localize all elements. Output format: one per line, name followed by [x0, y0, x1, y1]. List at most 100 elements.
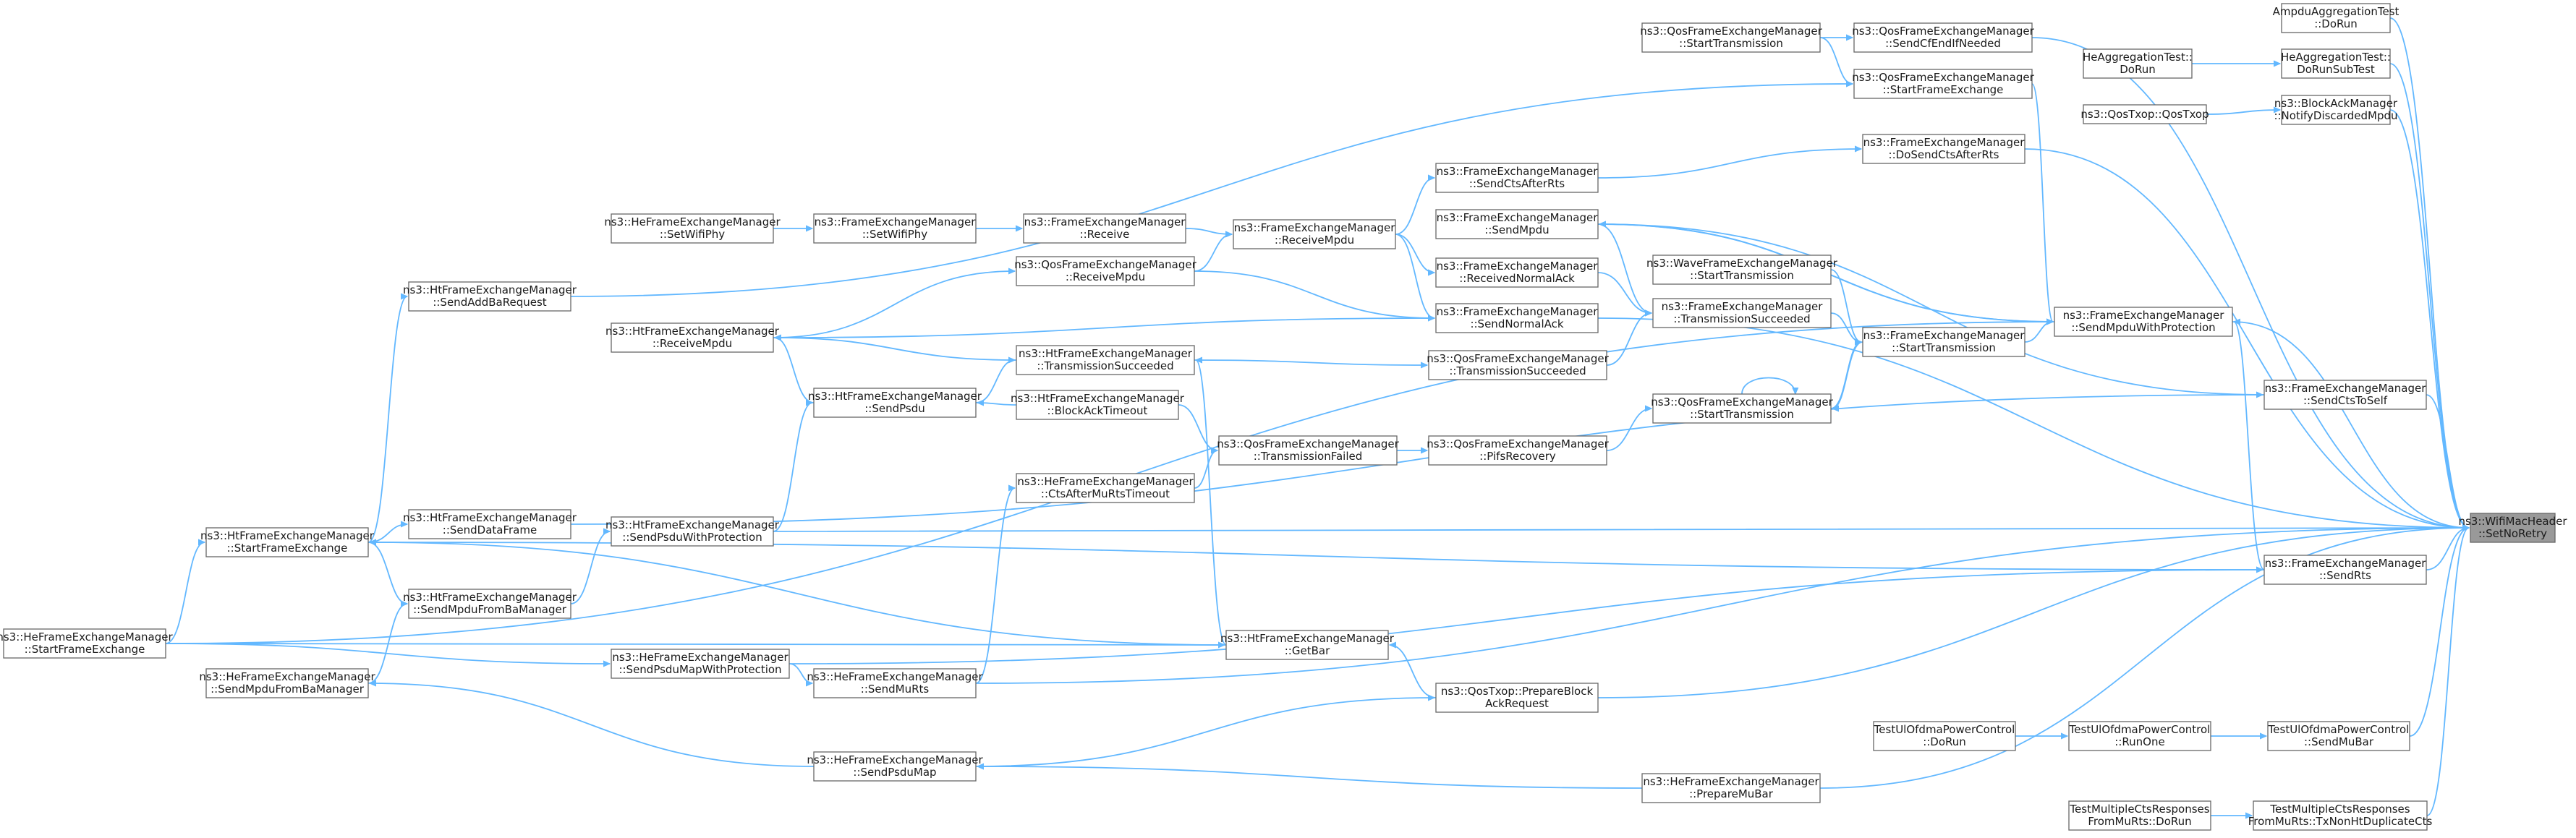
node-box — [3, 628, 166, 659]
node-box — [2068, 721, 2211, 751]
function-node[interactable]: ns3::FrameExchangeManager::DoSendCtsAfte… — [1862, 134, 2025, 164]
function-node[interactable]: TestUlOfdmaPowerControl::SendMuBar — [2267, 721, 2410, 751]
function-node[interactable]: ns3::FrameExchangeManager::StartTransmis… — [1862, 327, 2025, 357]
function-node[interactable]: ns3::QosFrameExchangeManager::StartTrans… — [1651, 393, 1834, 424]
function-node[interactable]: ns3::HtFrameExchangeManager::SendPsdu — [808, 388, 982, 418]
call-edge — [570, 531, 610, 604]
function-node[interactable]: ns3::QosFrameExchangeManager::SendCfEndI… — [1852, 22, 2035, 53]
function-node[interactable]: TestMultipleCtsResponsesFromMuRts::TxNon… — [2248, 800, 2433, 831]
function-node[interactable]: TestUlOfdmaPowerControl::DoRun — [1873, 721, 2016, 751]
node-label: AckRequest — [1485, 697, 1549, 710]
function-node[interactable]: ns3::HtFrameExchangeManager::Transmissio… — [1016, 345, 1195, 375]
node-label: ::TransmissionFailed — [1254, 450, 1363, 463]
node-box — [1435, 257, 1599, 288]
function-node[interactable]: ns3::WaveFrameExchangeManager::StartTran… — [1646, 255, 1838, 285]
function-node[interactable]: ns3::HtFrameExchangeManager::ReceiveMpdu — [605, 322, 780, 353]
function-node[interactable]: ns3::HeFrameExchangeManager::SendMpduFro… — [199, 668, 375, 698]
node-label: ::DoSendCtsAfterRts — [1889, 148, 1999, 161]
function-node[interactable]: ns3::QosFrameExchangeManager::Transmissi… — [1427, 350, 1610, 380]
node-label: ::TransmissionSucceeded — [1449, 364, 1586, 377]
root-function-node[interactable]: ns3::WifiMacHeader::SetNoRetry — [2458, 513, 2567, 543]
call-edge — [977, 766, 1643, 789]
function-node[interactable]: ns3::FrameExchangeManager::SendMpduWithP… — [2054, 307, 2233, 337]
node-box — [205, 527, 369, 557]
function-node[interactable]: ns3::FrameExchangeManager::Receive — [1023, 213, 1186, 244]
node-label: ns3::HtFrameExchangeManager — [808, 390, 982, 403]
call-edge — [1194, 270, 1434, 318]
function-node[interactable]: ns3::HeFrameExchangeManager::SetWifiPhy — [604, 213, 781, 244]
node-label: ::StartFrameExchange — [227, 542, 348, 555]
function-node[interactable]: TestUlOfdmaPowerControl::RunOne — [2068, 721, 2211, 751]
function-node[interactable]: ns3::HeFrameExchangeManager::SendPsduMap… — [611, 649, 790, 679]
call-edge — [1597, 272, 1652, 313]
node-box — [1853, 69, 2033, 99]
function-node[interactable]: ns3::HtFrameExchangeManager::BlockAckTim… — [1011, 390, 1185, 420]
function-node[interactable]: HeAggregationTest::DoRun — [2083, 48, 2193, 79]
node-label: ::SendCtsToSelf — [2303, 394, 2388, 407]
call-edge — [773, 318, 1434, 338]
node-label: ::Receive — [1080, 228, 1130, 241]
node-label: ns3::FrameExchangeManager — [2063, 309, 2225, 322]
function-node[interactable]: ns3::FrameExchangeManager::TransmissionS… — [1652, 298, 1832, 328]
function-node[interactable]: ns3::QosFrameExchangeManager::Transmissi… — [1217, 435, 1400, 466]
function-node[interactable]: ns3::HtFrameExchangeManager::GetBar — [1220, 630, 1395, 660]
call-edge — [1194, 450, 1217, 489]
function-node[interactable]: ns3::HeFrameExchangeManager::SendMuRts — [807, 668, 983, 698]
function-node[interactable]: ns3::FrameExchangeManager::SetWifiPhy — [813, 213, 977, 244]
node-label: ns3::FrameExchangeManager — [2265, 557, 2427, 570]
function-node[interactable]: ns3::QosFrameExchangeManager::StartFrame… — [1852, 69, 2035, 99]
node-box — [2281, 95, 2391, 125]
call-edge — [1395, 178, 1434, 235]
function-node[interactable]: ns3::BlockAckManager::NotifyDiscardedMpd… — [2274, 95, 2398, 125]
function-node[interactable]: ns3::FrameExchangeManager::SendRts — [2263, 555, 2427, 585]
function-node[interactable]: ns3::FrameExchangeManager::ReceiveMpdu — [1233, 219, 1396, 249]
node-box — [2281, 48, 2391, 79]
function-node[interactable]: ns3::FrameExchangeManager::ReceivedNorma… — [1435, 257, 1599, 288]
node-box — [1016, 390, 1179, 420]
node-label: ns3::FrameExchangeManager — [1437, 165, 1599, 178]
call-edge — [1606, 313, 1652, 366]
function-node[interactable]: ns3::FrameExchangeManager::SendCtsToSelf — [2263, 380, 2427, 410]
node-label: ::SendMpduFromBaManager — [211, 683, 365, 696]
function-node[interactable]: ns3::FrameExchangeManager::SendCtsAfterR… — [1435, 163, 1599, 193]
node-label: ::ReceiveMpdu — [1066, 270, 1145, 283]
function-node[interactable]: ns3::HtFrameExchangeManager::SendAddBaRe… — [403, 281, 577, 312]
function-node[interactable]: ns3::HeFrameExchangeManager::PrepareMuBa… — [1641, 773, 1821, 803]
node-box — [1435, 683, 1599, 713]
function-node[interactable]: HeAggregationTest::DoRunSubTest — [2281, 48, 2391, 79]
function-node[interactable]: ns3::QosFrameExchangeManager::ReceiveMpd… — [1014, 256, 1197, 286]
node-box — [1652, 393, 1832, 424]
function-node[interactable]: ns3::HtFrameExchangeManager::SendPsduWit… — [605, 516, 780, 547]
call-edge — [2031, 83, 2053, 322]
node-label: ::SendCfEndIfNeeded — [1885, 37, 2001, 50]
node-label: TestUlOfdmaPowerControl — [2069, 723, 2211, 736]
function-node[interactable]: ns3::FrameExchangeManager::SendNormalAck — [1435, 303, 1599, 333]
call-edge — [165, 643, 610, 664]
node-label: ns3::HeFrameExchangeManager — [199, 670, 375, 683]
function-node[interactable]: ns3::HtFrameExchangeManager::SendMpduFro… — [403, 589, 577, 619]
node-label: ns3::QosTxop::QosTxop — [2080, 108, 2209, 121]
function-node[interactable]: ns3::HtFrameExchangeManager::SendDataFra… — [403, 509, 577, 539]
call-edge — [2409, 528, 2469, 737]
node-box — [611, 649, 790, 679]
node-box — [2083, 48, 2193, 79]
function-node[interactable]: ns3::HeFrameExchangeManager::StartFrameE… — [0, 628, 173, 659]
call-edge — [165, 644, 1225, 645]
node-box — [2054, 307, 2233, 337]
function-node[interactable]: ns3::HeFrameExchangeManager::SendPsduMap — [807, 751, 983, 782]
function-node[interactable]: ns3::QosFrameExchangeManager::StartTrans… — [1640, 22, 1823, 53]
function-node[interactable]: AmpduAggregationTest::DoRun — [2273, 3, 2399, 33]
function-node[interactable]: ns3::QosFrameExchangeManager::PifsRecove… — [1427, 435, 1610, 466]
node-label: HeAggregationTest:: — [2083, 51, 2193, 64]
function-node[interactable]: ns3::QosTxop::QosTxop — [2080, 104, 2209, 124]
function-node[interactable]: ns3::FrameExchangeManager::SendMpdu — [1435, 209, 1599, 239]
call-edge — [975, 698, 1434, 767]
node-box — [1218, 435, 1398, 466]
node-label: ns3::HeFrameExchangeManager — [0, 630, 173, 644]
function-node[interactable]: ns3::HeFrameExchangeManager::CtsAfterMuR… — [1016, 473, 1195, 503]
node-label: ns3::BlockAckManager — [2274, 97, 2398, 110]
node-label: ns3::FrameExchangeManager — [2265, 382, 2427, 395]
function-node[interactable]: ns3::HtFrameExchangeManager::StartFrameE… — [200, 527, 375, 557]
